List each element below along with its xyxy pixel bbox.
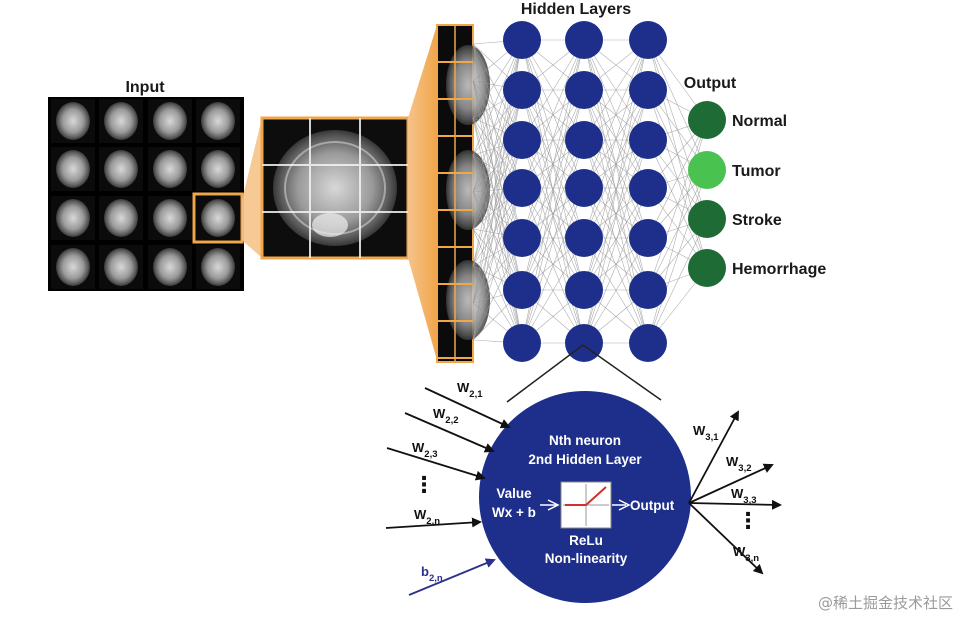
hidden-neuron: [629, 71, 667, 109]
hidden-neuron: [629, 324, 667, 362]
hidden-layers-title: Hidden Layers: [521, 1, 631, 18]
neuron-output-arrows: [688, 410, 782, 575]
input-image-grid: [48, 97, 244, 291]
zoomed-scan: [260, 116, 410, 260]
feature-map-strip: [436, 24, 490, 363]
hidden-neuron: [629, 121, 667, 159]
feature-scan-slice: [446, 45, 490, 125]
hidden-neuron: [629, 271, 667, 309]
weight-out-1-label: W3,1: [693, 423, 719, 443]
hidden-neuron: [565, 21, 603, 59]
neuron-title-line1: Nth neuron: [549, 433, 621, 448]
hidden-layer-neurons: [503, 21, 667, 362]
weight-in-3-label: W2,3: [412, 440, 438, 460]
input-scan-tile: [148, 245, 192, 289]
hidden-neuron: [503, 21, 541, 59]
neuron-input-arrows: [385, 387, 511, 596]
input-scan-tile: [148, 147, 192, 191]
hidden-neuron: [565, 324, 603, 362]
output-node: [688, 200, 726, 238]
input-scan-tile: [196, 245, 240, 289]
hidden-neuron: [565, 219, 603, 257]
output-node: [688, 151, 726, 189]
activation-line1: ReLu: [569, 533, 603, 548]
neuron-title-line2: 2nd Hidden Layer: [528, 452, 642, 467]
output-class-label: Hemorrhage: [732, 261, 826, 278]
zoom-funnel-small: [242, 118, 262, 258]
zoom-line-left: [506, 344, 584, 403]
input-title: Input: [125, 79, 165, 96]
neuron-output-label: Output: [630, 498, 675, 513]
hidden-neuron: [503, 219, 541, 257]
weight-in-1-label: W2,1: [457, 380, 483, 400]
neuron-value-line2: Wx + b: [492, 505, 536, 520]
hidden-neuron: [503, 271, 541, 309]
bias-label: b2,n: [421, 564, 443, 584]
activation-line2: Non-linearity: [545, 551, 628, 566]
output-ellipsis: ⋮: [737, 509, 759, 534]
output-class-label: Tumor: [732, 163, 781, 180]
hidden-neuron: [503, 121, 541, 159]
input-scan-tile: [99, 196, 143, 240]
hidden-neuron: [629, 169, 667, 207]
input-scan-tile: [99, 245, 143, 289]
input-scan-tile: [51, 245, 95, 289]
input-ellipsis: ⋮: [413, 473, 435, 498]
input-scan-tile: [51, 99, 95, 143]
weight-out-3-label: W3,3: [731, 486, 757, 506]
zoom-line-right: [582, 344, 662, 401]
input-scan-tile: [196, 99, 240, 143]
input-scan-tile: [51, 196, 95, 240]
zoom-funnel-large: [408, 25, 437, 360]
weight-out-2-label: W3,2: [726, 454, 752, 474]
output-node: [688, 249, 726, 287]
neuron-value-line1: Value: [496, 486, 532, 501]
relu-plot: [560, 481, 612, 529]
watermark: @稀土掘金技术社区: [817, 594, 953, 612]
hidden-neuron: [503, 169, 541, 207]
neuron-detail: Nth neuron 2nd Hidden Layer Value Wx + b…: [479, 391, 691, 603]
hidden-neuron: [565, 271, 603, 309]
input-scan-tile: [148, 196, 192, 240]
hidden-neuron: [629, 21, 667, 59]
output-node: [688, 101, 726, 139]
input-scan-tile: [196, 147, 240, 191]
hidden-neuron: [503, 71, 541, 109]
output-title: Output: [684, 75, 737, 92]
hidden-neuron: [503, 324, 541, 362]
input-scan-tile: [99, 99, 143, 143]
output-class-label: Normal: [732, 113, 787, 130]
weight-out-n-label: W3,n: [733, 544, 759, 564]
weight-in-n-label: W2,n: [414, 507, 440, 527]
hidden-neuron: [565, 169, 603, 207]
input-scan-tile: [99, 147, 143, 191]
input-scan-tile: [192, 192, 244, 244]
output-class-label: Stroke: [732, 212, 782, 229]
hidden-neuron: [565, 121, 603, 159]
hidden-neuron: [565, 71, 603, 109]
weight-in-2-label: W2,2: [433, 406, 459, 426]
hidden-neuron: [629, 219, 667, 257]
input-scan-tile: [148, 99, 192, 143]
input-scan-tile: [51, 147, 95, 191]
